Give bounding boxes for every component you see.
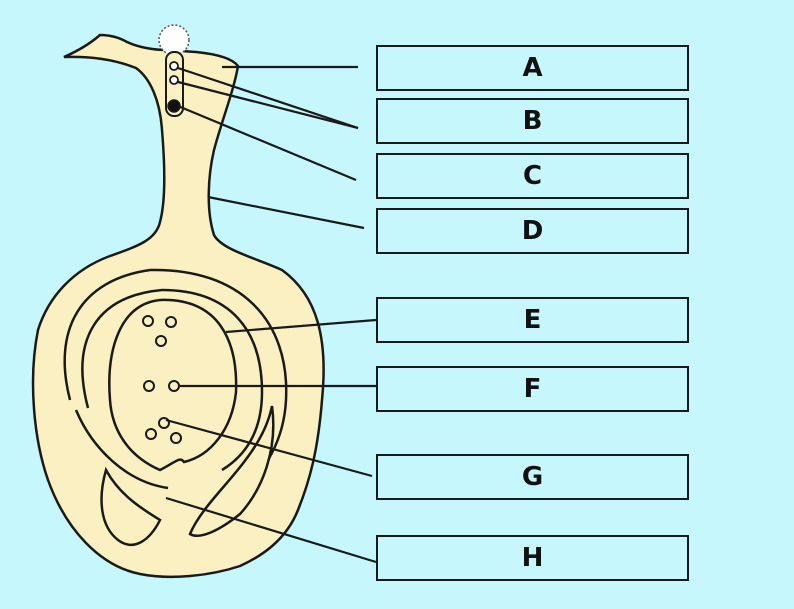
micropyle-lobe-right: [188, 405, 275, 537]
inner-integument-left: [81, 288, 163, 409]
leader-line-c: [177, 104, 357, 182]
leader-line-g: [165, 418, 373, 478]
antipodal-cell: [165, 316, 177, 328]
pollen-grain: [158, 24, 190, 56]
inner-integument-right: [161, 288, 264, 472]
sperm-nucleus: [169, 61, 179, 71]
label-box-g[interactable]: G: [376, 454, 689, 500]
label-box-c[interactable]: C: [376, 153, 689, 199]
label-box-f[interactable]: F: [376, 366, 689, 412]
label-box-e[interactable]: E: [376, 297, 689, 343]
leader-line-e: [225, 318, 377, 334]
outer-integument-left: [63, 268, 151, 401]
leader-line-b2: [177, 80, 359, 130]
polar-nucleus: [168, 380, 180, 392]
micropyle-lobe-left: [100, 466, 162, 546]
outer-integument-left-lower: [74, 409, 169, 490]
label-box-d[interactable]: D: [376, 208, 689, 254]
polar-nucleus: [143, 380, 155, 392]
label-box-b[interactable]: B: [376, 98, 689, 144]
sperm-nucleus: [169, 75, 179, 85]
leader-line-d: [207, 195, 365, 230]
antipodal-cell: [142, 315, 154, 327]
antipodal-cell: [155, 335, 167, 347]
label-box-a[interactable]: A: [376, 45, 689, 91]
synergid: [170, 432, 182, 444]
label-box-h[interactable]: H: [376, 535, 689, 581]
leader-line-b: [177, 66, 359, 130]
synergid: [145, 428, 157, 440]
leader-line-h: [165, 496, 377, 564]
